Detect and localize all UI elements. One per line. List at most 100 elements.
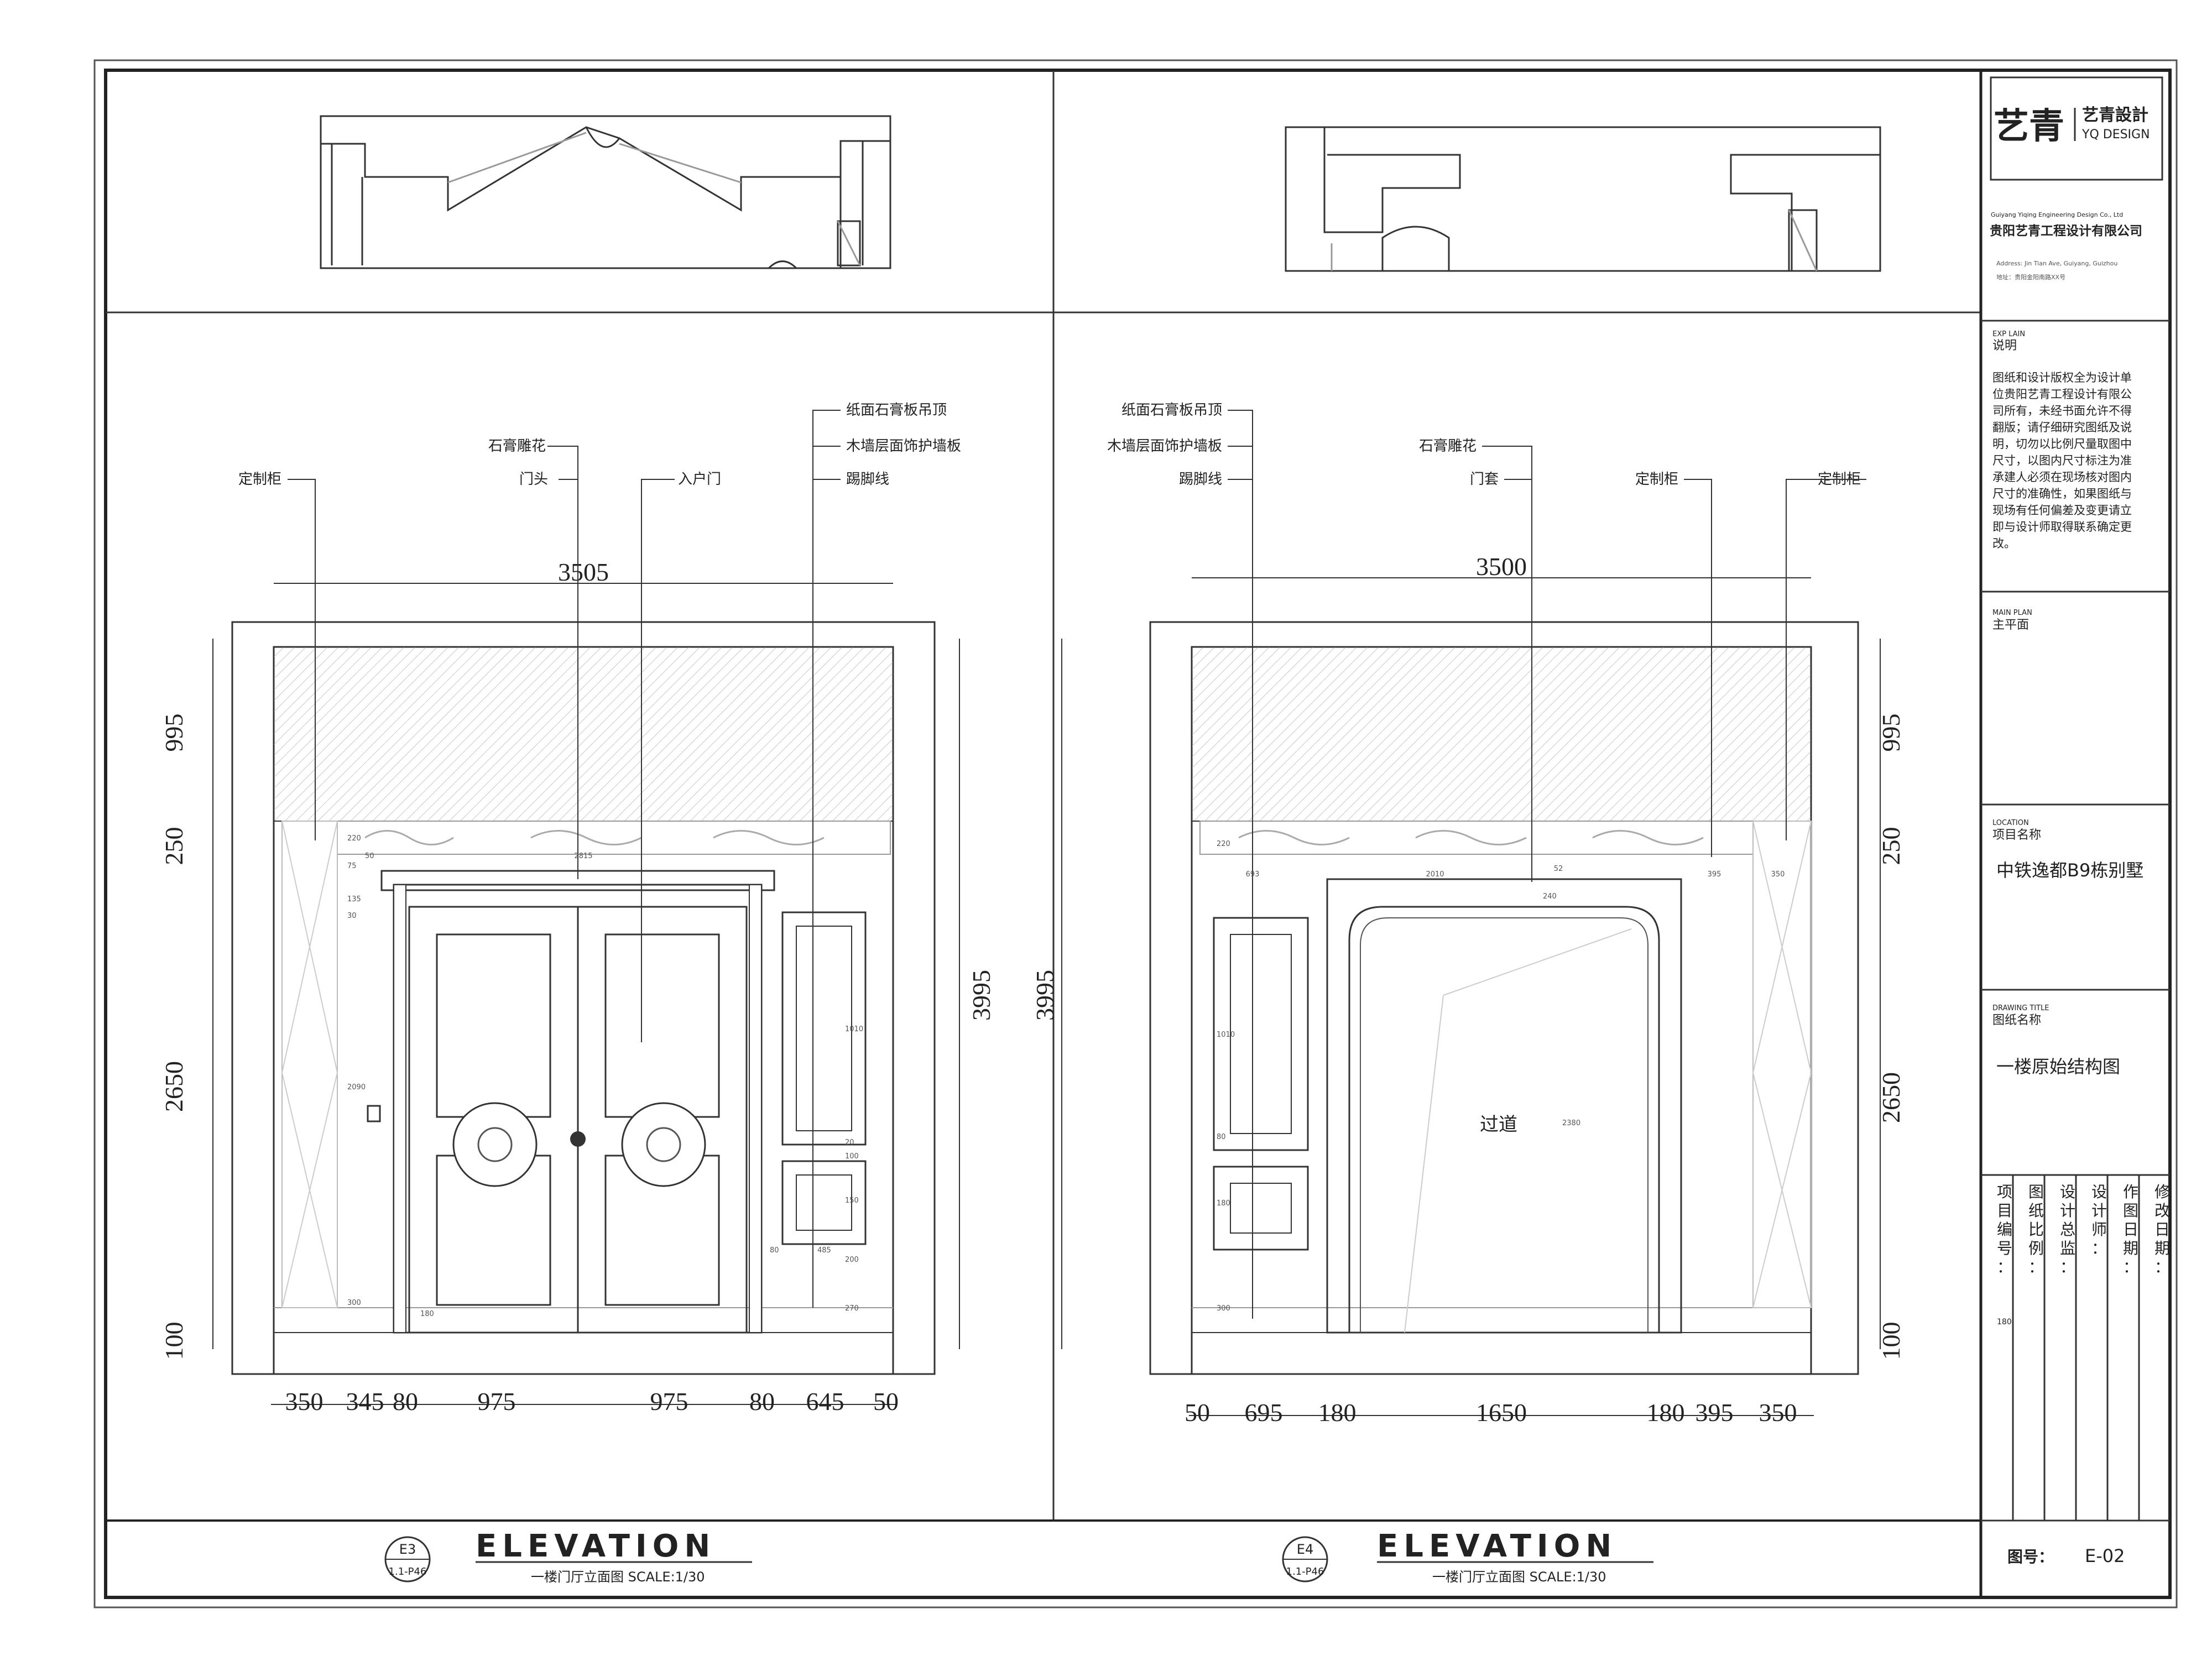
e4-width-4: 1650 (1476, 1398, 1527, 1427)
e4-height-1: 995 (1877, 714, 1905, 752)
e4-dim-1010: 1010 (1217, 1031, 1235, 1039)
e3-dim-2090: 2090 (347, 1083, 366, 1091)
e3-width-4: 975 (478, 1387, 516, 1415)
main-plan-en: MAIN PLAN (1992, 609, 2032, 617)
svg-text:尺寸，以图内尺寸标注为准: 尺寸，以图内尺寸标注为准 (1992, 454, 2132, 467)
address-cn: 地址：贵阳金阳南路XX号 (1996, 273, 2065, 281)
e3-width-7: 645 (806, 1387, 844, 1415)
e4-heading: ELEVATION (1377, 1528, 1617, 1564)
explain-text: 图纸和设计版权全为设计单 位贵阳艺青工程设计有限公 司所有，未经书面允许不得 翻… (1992, 371, 2132, 550)
inner-frame (104, 69, 2172, 1599)
title-block-col-3: 设计总监： (2060, 1183, 2075, 1276)
e4-width-7: 350 (1759, 1398, 1797, 1427)
e3-total-width: 3505 (558, 558, 609, 586)
e3-dim-2815: 2815 (574, 852, 592, 860)
e3-dim-75: 75 (347, 862, 357, 870)
svg-text:图纸和设计版权全为设计单: 图纸和设计版权全为设计单 (1992, 371, 2132, 384)
drawing-name: 一楼原始结构图 (1996, 1056, 2120, 1077)
e3-label-entry-door: 入户门 (678, 471, 721, 488)
e3-width-8: 50 (873, 1387, 899, 1415)
e3-caption: 一楼门厅立面图 SCALE:1/30 (531, 1569, 705, 1585)
e4-total-height: 3995 (1031, 970, 1059, 1021)
svg-text:尺寸的准确性，如果图纸与: 尺寸的准确性，如果图纸与 (1992, 487, 2132, 500)
e3-width-3: 80 (393, 1387, 418, 1415)
e3-dim-300: 300 (347, 1299, 361, 1307)
e4-dim-395: 395 (1708, 870, 1721, 879)
e4-ref: 1.1-P46 (1286, 1566, 1324, 1578)
e3-height-4: 100 (160, 1322, 188, 1360)
outer-frame (93, 59, 2178, 1608)
stamp-text: 180 (1997, 1318, 2012, 1326)
e4-dim-693: 693 (1246, 870, 1260, 879)
e3-label-ceiling: 纸面石膏板吊顶 (846, 402, 947, 419)
location-en: LOCATION (1992, 819, 2029, 827)
e4-label-wainscot: 木墙层面饰护墙板 (1107, 438, 1222, 455)
e4-height-3: 2650 (1877, 1072, 1905, 1123)
title-block-columns: 项目编号：图纸比例：设计总监：设计师：作图日期：修改日期： (1997, 1183, 2170, 1276)
e3-wall-panel (781, 911, 867, 1146)
e4-tag: E4 (1297, 1542, 1313, 1557)
title-block-col-5: 作图日期： (2123, 1183, 2138, 1276)
drawing-title-cn: 图纸名称 (1992, 1014, 2041, 1027)
e4-height-2: 250 (1877, 827, 1905, 865)
elevation-e4 (1061, 577, 1881, 1416)
e3-label-cabinet: 定制柜 (238, 471, 281, 488)
e4-width-6: 395 (1695, 1398, 1734, 1427)
e4-dim-300: 300 (1217, 1304, 1230, 1313)
e4-door-casing (1326, 878, 1682, 1334)
project-name: 中铁逸都B9栋别墅 (1996, 860, 2143, 881)
e3-label-skirting: 踢脚线 (846, 471, 889, 488)
svg-text:司所有，未经书面允许不得: 司所有，未经书面允许不得 (1992, 404, 2132, 417)
svg-text:承建人必须在现场核对图内: 承建人必须在现场核对图内 (1992, 471, 2132, 484)
e3-width-2: 345 (346, 1387, 384, 1415)
svg-text:改。: 改。 (1992, 537, 2016, 550)
address-en: Address: Jin Tian Ave, Guiyang, Guizhou (1996, 260, 2117, 267)
e3-width-1: 350 (285, 1387, 324, 1415)
e3-dim-80: 80 (770, 1246, 779, 1255)
elevation-e3 (212, 583, 960, 1405)
title-block-col-2: 图纸比例： (2028, 1183, 2044, 1276)
e4-dim-240: 240 (1543, 892, 1557, 901)
title-block-col-4: 设计师： (2091, 1183, 2107, 1257)
e4-caption: 一楼门厅立面图 SCALE:1/30 (1432, 1569, 1606, 1585)
e3-dim-150: 150 (845, 1197, 859, 1205)
e3-gypsum-ceiling (273, 646, 894, 822)
key-plan-right (1285, 126, 1881, 272)
e4-dim-52: 52 (1554, 865, 1563, 873)
company-cn: 贵阳艺青工程设计有限公司 (1990, 223, 2142, 238)
e3-height-1: 995 (160, 714, 188, 752)
title-block-col-6: 修改日期： (2154, 1183, 2170, 1276)
e3-heading: ELEVATION (476, 1528, 716, 1564)
e3-dim-50: 50 (365, 852, 374, 860)
e4-dim-350: 350 (1771, 870, 1785, 879)
e3-ref: 1.1-P46 (389, 1566, 427, 1578)
e3-dim-20: 20 (845, 1138, 854, 1147)
title-block (1981, 76, 2170, 1522)
drawing-title-en: DRAWING TITLE (1992, 1004, 2049, 1012)
e4-width-2: 695 (1245, 1398, 1283, 1427)
e3-total-height: 3995 (967, 970, 995, 1021)
e3-dim-100: 100 (845, 1152, 859, 1161)
e4-dim-2380: 2380 (1562, 1119, 1580, 1127)
e4-dim-220: 220 (1217, 840, 1230, 848)
e3-custom-cabinet (281, 821, 338, 1308)
sheet-no: E-02 (2085, 1545, 2125, 1566)
e3-width-5: 975 (650, 1387, 688, 1415)
key-plan-left (320, 115, 891, 269)
explain-en: EXP LAIN (1992, 330, 2025, 338)
e3-height-2: 250 (160, 827, 188, 865)
e3-dim-270: 270 (845, 1304, 859, 1313)
location-cn: 项目名称 (1992, 828, 2041, 842)
e4-total-width: 3500 (1476, 552, 1527, 581)
e4-width-1: 50 (1185, 1398, 1210, 1427)
e4-label-cabinet-1: 定制柜 (1635, 471, 1678, 488)
e3-dim-220: 220 (347, 834, 361, 843)
e3-plaster-carving (337, 821, 891, 855)
logo-mark: 艺青 (1994, 106, 2064, 147)
e4-dim-80: 80 (1217, 1133, 1226, 1141)
e3-dim-200: 200 (845, 1256, 859, 1264)
e4-dim-2010: 2010 (1426, 870, 1444, 879)
svg-text:位贵阳艺青工程设计有限公: 位贵阳艺青工程设计有限公 (1992, 388, 2132, 401)
